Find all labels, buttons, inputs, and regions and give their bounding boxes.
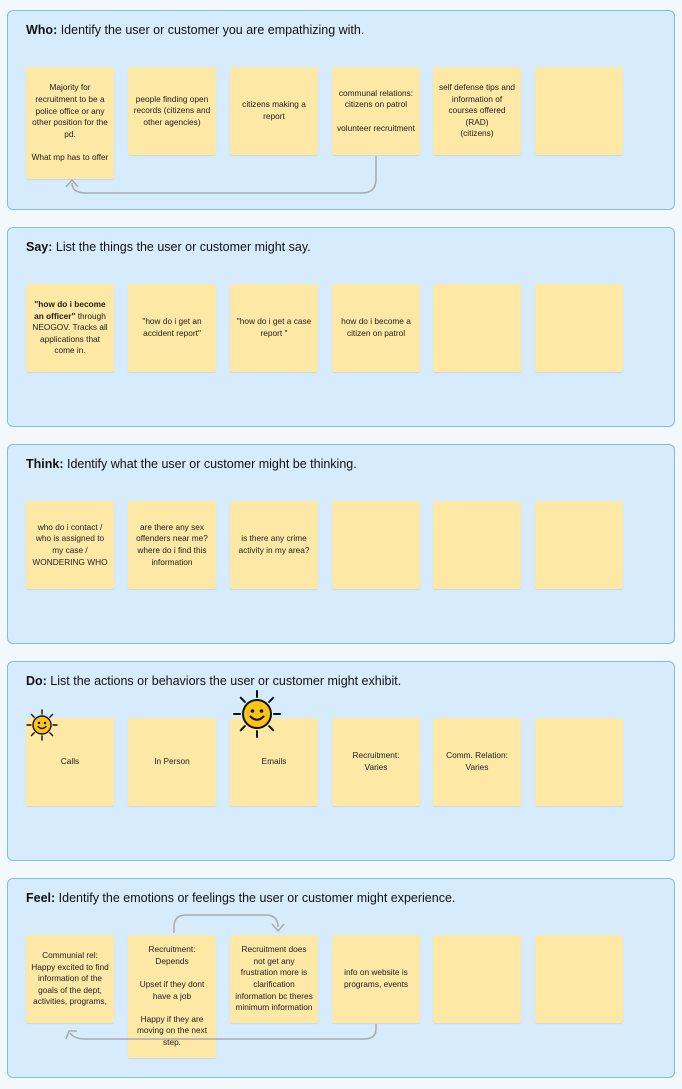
sticky-note[interactable]: Recruitment does not get any frustration… [230,935,318,1023]
sticky-note[interactable] [535,284,623,372]
section-title-do: Do: List the actions or behaviors the us… [26,674,402,688]
section-feel: Feel: Identify the emotions or feelings … [7,878,675,1078]
sticky-note[interactable]: people finding open records (citizens an… [128,67,216,155]
section-title-who: Who: Identify the user or customer you a… [26,23,365,37]
sticky-note[interactable]: Emails [230,718,318,806]
section-think: Think: Identify what the user or custome… [7,444,675,644]
sticky-note[interactable]: "how do i become an officer" through NEO… [26,284,114,372]
sticky-note[interactable]: Comm. Relation: Varies [433,718,521,806]
sticky-note[interactable] [433,935,521,1023]
section-who: Who: Identify the user or customer you a… [7,10,675,210]
sticky-note[interactable]: how do i become a citizen on patrol [332,284,420,372]
section-title-think: Think: Identify what the user or custome… [26,457,357,471]
sticky-note[interactable] [535,935,623,1023]
section-title-feel: Feel: Identify the emotions or feelings … [26,891,456,905]
sticky-note[interactable]: citizens making a report [230,67,318,155]
section-do: Do: List the actions or behaviors the us… [7,661,675,861]
sticky-note[interactable] [535,67,623,155]
sticky-note[interactable]: Recruitment: Depends Upset if they dont … [128,935,216,1058]
sticky-note[interactable]: Communial rel: Happy excited to find inf… [26,935,114,1023]
sticky-note[interactable] [535,718,623,806]
sticky-note[interactable]: self defense tips and information of cou… [433,67,521,155]
connector-arrow [173,914,285,933]
sticky-note[interactable]: communal relations: citizens on patrol v… [332,67,420,155]
sticky-note[interactable]: Recruitment: Varies [332,718,420,806]
sticky-note[interactable]: info on website is programs, events [332,935,420,1023]
sticky-note[interactable] [535,501,623,589]
sticky-note[interactable]: Calls [26,718,114,806]
sticky-note[interactable]: "how do i get a case report " [230,284,318,372]
section-say: Say: List the things the user or custome… [7,227,675,427]
sticky-note[interactable] [433,284,521,372]
sticky-note[interactable]: is there any crime activity in my area? [230,501,318,589]
sticky-note[interactable]: are there any sex offenders near me? whe… [128,501,216,589]
sticky-note[interactable] [433,501,521,589]
section-title-say: Say: List the things the user or custome… [26,240,311,254]
sticky-note[interactable]: In Person [128,718,216,806]
sticky-note[interactable]: who do i contact / who is assigned to my… [26,501,114,589]
sticky-note[interactable] [332,501,420,589]
sticky-note[interactable]: Majority for recruitment to be a police … [26,67,114,179]
connector-arrow [65,1024,377,1040]
sticky-note[interactable]: "how do i get an accident report" [128,284,216,372]
